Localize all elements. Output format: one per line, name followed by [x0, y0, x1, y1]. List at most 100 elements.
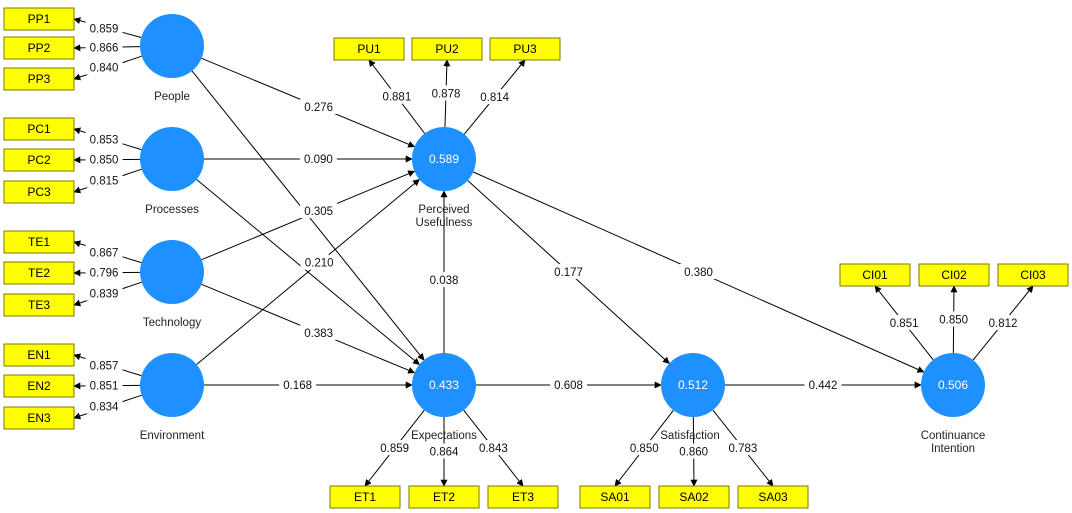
loading-et2: 0.864 — [425, 443, 463, 459]
indicator-box — [3, 117, 75, 141]
loading-en1: 0.857 — [85, 357, 123, 373]
indicator-pc3[interactable]: PC3 — [3, 180, 75, 204]
construct-label: Environment — [140, 430, 205, 442]
path-weight-et-pu: 0.038 — [425, 272, 463, 288]
weight-background — [85, 151, 123, 167]
indicator-pp1[interactable]: PP1 — [3, 7, 75, 31]
construct-label: Perceived — [418, 204, 469, 216]
indicator-pp3[interactable]: PP3 — [3, 67, 75, 91]
loading-ci03: 0.812 — [984, 315, 1022, 331]
loading-pc2: 0.850 — [85, 151, 123, 167]
weight-background — [476, 89, 514, 105]
weight-text: 0.814 — [480, 92, 509, 104]
weight-text: 0.867 — [90, 247, 119, 259]
indicator-label: SA02 — [679, 490, 709, 504]
construct-label: Satisfaction — [660, 430, 719, 442]
construct-environment[interactable]: Environment — [140, 353, 205, 442]
indicator-box — [3, 230, 75, 254]
loading-pp2: 0.866 — [85, 39, 123, 55]
construct-label: People — [154, 91, 190, 103]
edges-layer — [73, 17, 1034, 487]
indicator-ci01[interactable]: CI01 — [839, 263, 911, 287]
construct-people[interactable]: People — [140, 14, 204, 103]
indicator-pc1[interactable]: PC1 — [3, 117, 75, 141]
indicator-box — [997, 263, 1069, 287]
construct-circle — [140, 353, 204, 417]
weight-background — [425, 272, 463, 288]
indicator-label: PC2 — [27, 153, 51, 167]
indicator-pu1[interactable]: PU1 — [333, 37, 405, 61]
construct-label: Technology — [143, 317, 201, 329]
weight-background — [378, 88, 416, 104]
weight-text: 0.815 — [90, 176, 119, 188]
indicator-sa01[interactable]: SA01 — [579, 485, 651, 509]
indicator-box — [918, 263, 990, 287]
indicator-box — [3, 406, 75, 430]
weight-text: 0.177 — [554, 267, 583, 279]
indicator-label: PC3 — [27, 185, 51, 199]
construct-processes[interactable]: Processes — [140, 127, 204, 216]
weight-text: 0.380 — [684, 267, 713, 279]
loading-ci02: 0.850 — [935, 311, 973, 327]
weight-background — [85, 244, 123, 260]
indicator-en2[interactable]: EN2 — [3, 374, 75, 398]
path-weight-environment-et: 0.168 — [279, 377, 317, 392]
indicator-label: SA01 — [600, 490, 630, 504]
indicator-box — [487, 485, 559, 509]
weight-background — [675, 443, 713, 459]
indicator-te2[interactable]: TE2 — [3, 261, 75, 285]
indicator-label: PC1 — [27, 122, 51, 136]
construct-label: Expectations — [411, 430, 477, 442]
indicator-te3[interactable]: TE3 — [3, 293, 75, 317]
indicator-box — [839, 263, 911, 287]
path-weight-sa-ci: 0.442 — [804, 377, 842, 392]
loading-et1: 0.859 — [376, 440, 414, 456]
indicator-box — [3, 36, 75, 60]
indicator-et3[interactable]: ET3 — [487, 485, 559, 509]
weight-text: 0.168 — [283, 380, 312, 392]
weight-background — [85, 59, 123, 75]
weight-text: 0.276 — [304, 102, 333, 114]
weight-background — [300, 203, 338, 219]
weight-background — [300, 324, 338, 340]
indicator-pu3[interactable]: PU3 — [489, 37, 561, 61]
path-weight-technology-et: 0.383 — [300, 324, 338, 340]
weight-background — [474, 440, 512, 456]
indicator-ci02[interactable]: CI02 — [918, 263, 990, 287]
loading-pp3: 0.840 — [85, 59, 123, 75]
r-squared-value: 0.589 — [429, 152, 459, 166]
indicator-ci03[interactable]: CI03 — [997, 263, 1069, 287]
loading-te2: 0.796 — [85, 264, 123, 280]
indicator-pp2[interactable]: PP2 — [3, 36, 75, 60]
weight-background — [376, 440, 414, 456]
loading-pu3: 0.814 — [476, 89, 514, 105]
indicator-et2[interactable]: ET2 — [408, 485, 480, 509]
indicator-label: PU3 — [513, 42, 537, 56]
indicator-pu2[interactable]: PU2 — [411, 37, 483, 61]
weight-text: 0.850 — [939, 315, 968, 327]
indicator-en1[interactable]: EN1 — [3, 343, 75, 367]
weight-background — [299, 151, 337, 166]
indicator-label: PU2 — [435, 42, 459, 56]
indicator-et1[interactable]: ET1 — [329, 485, 401, 509]
weight-background — [85, 131, 123, 147]
path-weight-environment-pu: 0.210 — [300, 254, 338, 270]
indicator-label: EN2 — [27, 379, 51, 393]
indicator-te1[interactable]: TE1 — [3, 230, 75, 254]
construct-technology[interactable]: Technology — [140, 240, 204, 329]
indicator-label: TE2 — [28, 266, 50, 280]
indicator-label: EN3 — [27, 411, 51, 425]
indicator-sa03[interactable]: SA03 — [737, 485, 809, 509]
path-processes-et — [196, 179, 420, 365]
indicator-pc2[interactable]: PC2 — [3, 148, 75, 172]
indicator-en3[interactable]: EN3 — [3, 406, 75, 430]
weight-text: 0.442 — [809, 380, 838, 392]
indicator-box — [3, 343, 75, 367]
indicator-label: TE1 — [28, 235, 50, 249]
indicator-sa02[interactable]: SA02 — [658, 485, 730, 509]
weight-text: 0.305 — [304, 206, 333, 218]
